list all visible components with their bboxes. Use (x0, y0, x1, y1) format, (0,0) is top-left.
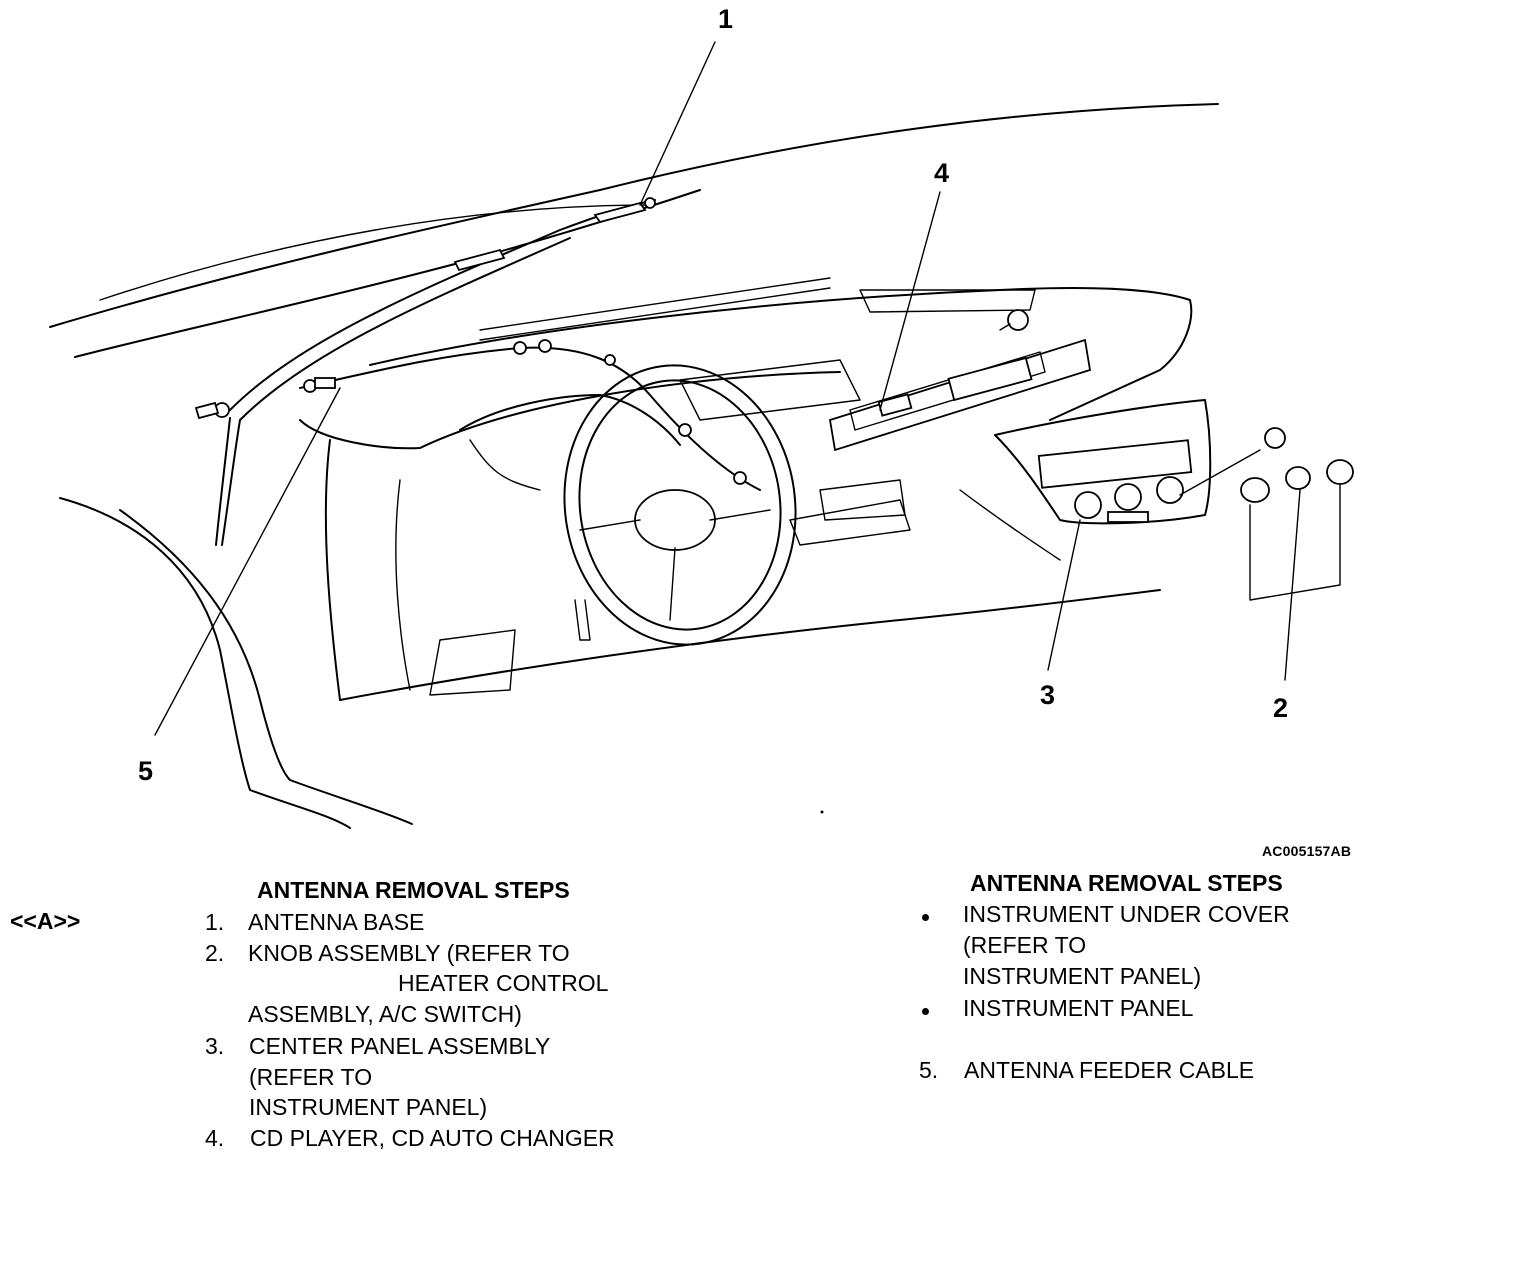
step-text: ANTENNA FEEDER CABLE (964, 1057, 1255, 1083)
figure-code: AC005157AB (1262, 843, 1352, 859)
step-text: CD PLAYER, CD AUTO CHANGER (250, 1125, 615, 1151)
antenna-cable-pillar (221, 419, 241, 546)
callout-4: 4 (934, 158, 950, 188)
center-panel-part (994, 399, 1212, 525)
cd-screw (1007, 309, 1029, 331)
bullet-dot (922, 914, 929, 921)
antenna-feeder-cable (299, 346, 761, 491)
callout-1: 1 (718, 4, 734, 34)
step-number: 5. (919, 1057, 939, 1083)
callout-3: 3 (1040, 680, 1056, 710)
antenna-base-part (593, 201, 647, 224)
step-text: INSTRUMENT PANEL) (249, 1094, 488, 1120)
leader-line-5 (154, 387, 341, 736)
step-number: 2. (205, 940, 225, 966)
right-heading: ANTENNA REMOVAL STEPS (970, 870, 1283, 896)
bullet-text: INSTRUMENT PANEL) (963, 963, 1202, 989)
step-number: 3. (205, 1033, 225, 1059)
callout-2: 2 (1273, 693, 1289, 723)
step-text: ASSEMBLY, A/C SWITCH) (248, 1001, 522, 1027)
step-text: CENTER PANEL ASSEMBLY (249, 1033, 551, 1059)
knob-assembly-part (1240, 427, 1354, 503)
leader-line-2 (1249, 484, 1341, 681)
left-heading: ANTENNA REMOVAL STEPS (257, 877, 570, 903)
bullet-text: (REFER TO (963, 932, 1087, 958)
leader-line-1 (639, 41, 716, 206)
steering-wheel (563, 364, 797, 646)
step-number: 1. (205, 909, 225, 935)
cluster-hood (459, 394, 681, 446)
leader-line-4 (879, 191, 941, 411)
bullet-text: INSTRUMENT PANEL (963, 995, 1194, 1021)
bullet-dot (922, 1008, 929, 1015)
step-text: KNOB ASSEMBLY (REFER TO (248, 940, 570, 966)
step-text: ANTENNA BASE (248, 909, 425, 935)
bullet-text: INSTRUMENT UNDER COVER (963, 901, 1290, 927)
windshield-outline (49, 103, 1219, 328)
callout-5: 5 (138, 756, 154, 786)
step-text: (REFER TO (249, 1064, 373, 1090)
cd-player-part (828, 338, 1092, 452)
step-text: HEATER CONTROL (398, 970, 609, 996)
leader-line-3 (1047, 519, 1081, 671)
dashboard-antenna-diagram (49, 41, 1354, 829)
step-number: 4. (205, 1125, 225, 1151)
service-marker: <<A>> (10, 908, 81, 934)
